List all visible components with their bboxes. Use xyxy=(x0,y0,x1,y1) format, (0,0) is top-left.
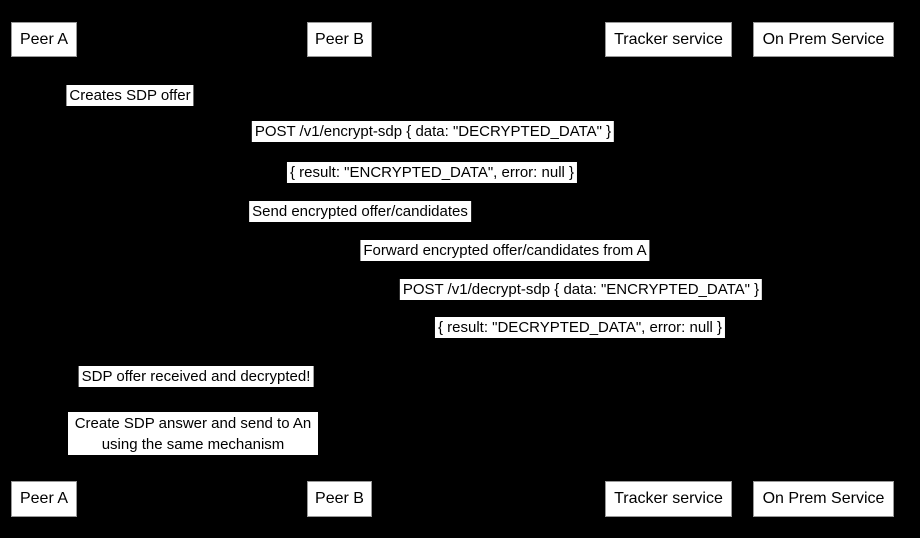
actor-label: Peer B xyxy=(315,490,364,507)
actor-label: On Prem Service xyxy=(762,30,885,48)
message-arrow-received xyxy=(44,393,340,394)
actor-bottom-peer-a: Peer A xyxy=(11,481,77,517)
note-line-1: Create SDP answer and send to An xyxy=(74,414,312,432)
message-label-received: SDP offer received and decrypted! xyxy=(78,366,314,387)
message-label-send-encrypted: Send encrypted offer/candidates xyxy=(249,201,471,222)
actor-label: Peer A xyxy=(19,490,69,507)
message-label-forward: Forward encrypted offer/candidates from … xyxy=(360,240,650,261)
lifeline-tracker-service xyxy=(668,57,669,481)
message-arrow-forward xyxy=(340,267,668,268)
actor-top-tracker-service: Tracker service xyxy=(605,22,732,57)
actor-top-peer-a: Peer A xyxy=(11,22,77,57)
message-label-result-encrypted: { result: "ENCRYPTED_DATA", error: null … xyxy=(286,162,578,183)
message-label-post-decrypt: POST /v1/decrypt-sdp { data: "ENCRYPTED_… xyxy=(399,279,763,300)
message-arrow-send-encrypted xyxy=(44,228,668,229)
message-label-result-decrypted: { result: "DECRYPTED_DATA", error: null … xyxy=(434,317,726,338)
actor-label: Tracker service xyxy=(614,30,723,48)
actor-top-peer-b: Peer B xyxy=(307,22,372,57)
message-arrow-result-encrypted xyxy=(44,189,823,190)
actor-bottom-peer-b: Peer B xyxy=(307,481,372,517)
note-create-sdp-answer: Create SDP answer and send to An using t… xyxy=(68,412,318,455)
message-arrow-post-encrypt xyxy=(44,149,823,150)
actor-bottom-on-prem-service: On Prem Service xyxy=(753,481,894,517)
actor-label: On Prem Service xyxy=(762,490,885,507)
note-line-2: using the same mechanism xyxy=(101,435,285,453)
message-arrow-result-decrypted xyxy=(340,344,823,345)
actor-label: Tracker service xyxy=(614,490,723,507)
message-arrow-self-creates-offer xyxy=(44,108,80,118)
message-label-post-encrypt: POST /v1/encrypt-sdp { data: "DECRYPTED_… xyxy=(251,121,615,142)
actor-label: Peer B xyxy=(315,30,364,48)
lifeline-peer-b xyxy=(339,57,340,481)
actor-label: Peer A xyxy=(19,30,69,48)
actor-top-on-prem-service: On Prem Service xyxy=(753,22,894,57)
lifeline-peer-a xyxy=(43,57,44,481)
lifeline-on-prem-service xyxy=(823,57,824,481)
message-arrow-post-decrypt xyxy=(340,306,823,307)
message-label-creates-offer: Creates SDP offer xyxy=(66,85,194,106)
actor-bottom-tracker-service: Tracker service xyxy=(605,481,732,517)
